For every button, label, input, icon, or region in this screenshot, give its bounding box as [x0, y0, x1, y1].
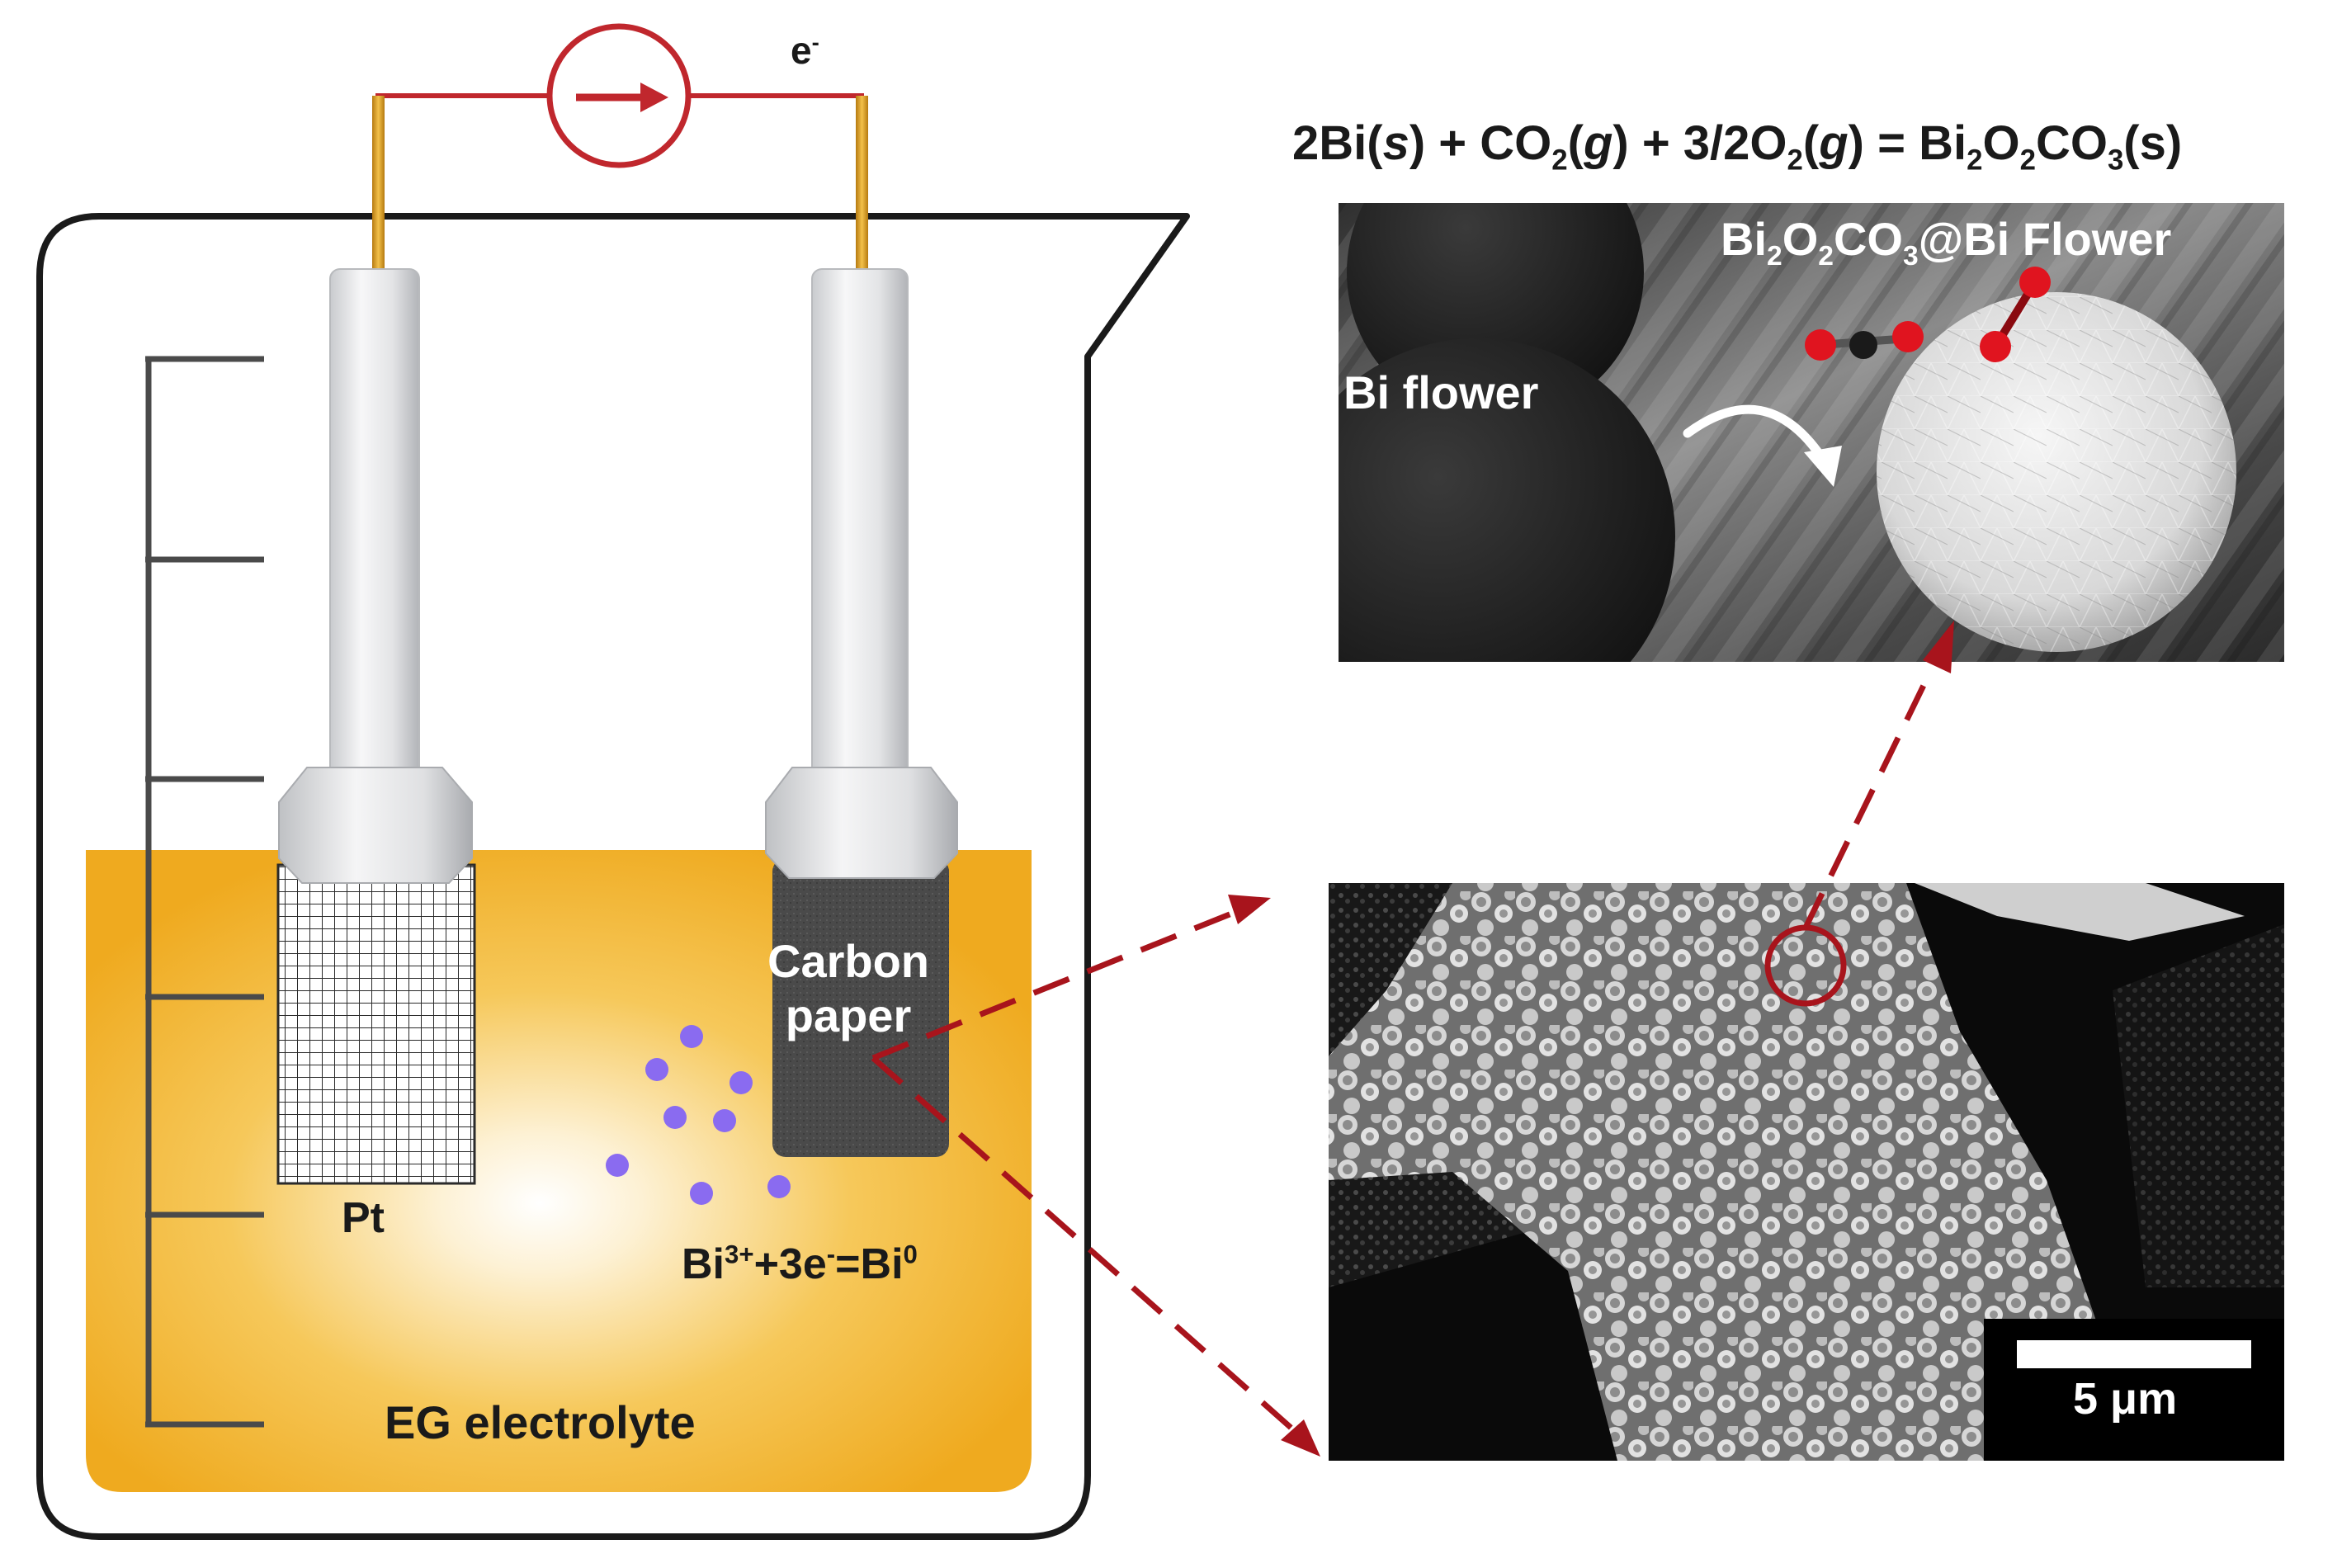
reaction-part-8: CO — [2035, 116, 2108, 170]
graduation-scale — [145, 356, 264, 1428]
current-direction-arrow-icon — [576, 83, 668, 112]
zoom-arrowheads — [1228, 621, 1954, 1457]
reaction-state-1: s — [1382, 116, 1409, 170]
bi-ion-particles — [606, 1025, 791, 1205]
render-panel — [1339, 203, 2284, 662]
coated-carbon-fiber — [1329, 883, 2146, 1461]
beaker — [36, 213, 1190, 1540]
reaction-part-7: O — [1982, 116, 2020, 170]
electron-superscript: - — [811, 29, 819, 55]
carbon-paper-electrode — [765, 268, 958, 1157]
carbon-label-line2: paper — [785, 989, 912, 1042]
product-suffix: @Bi Flower — [1918, 213, 2172, 265]
bi-flower-dark-2 — [1339, 338, 1675, 662]
reduction-mid: +3e — [753, 1240, 827, 1288]
right-lead-wire — [856, 96, 868, 271]
pt-electrode-label: Pt — [342, 1194, 385, 1242]
reaction-sub-7: 2 — [2019, 144, 2036, 177]
reaction-part-6: ) = Bi — [1848, 116, 1967, 170]
reaction-state-5: g — [1819, 116, 1849, 170]
pt-collar — [278, 767, 473, 884]
sem-panel — [1329, 883, 2284, 1461]
reaction-sub-2: 2 — [1551, 144, 1568, 177]
reduction-charge: 3+ — [725, 1240, 754, 1269]
reduction-prefix: Bi — [682, 1240, 725, 1288]
reaction-part-4: ) + 3/2O — [1612, 116, 1787, 170]
bi2o2co3-flower-label: Bi2O2CO3@Bi Flower — [1721, 213, 2172, 271]
electron-label: e- — [791, 31, 819, 69]
pt-rod — [329, 268, 420, 782]
electron-symbol: e — [791, 29, 812, 72]
reduction-product-charge: 0 — [903, 1240, 918, 1269]
co2-molecule-icon — [1805, 321, 1924, 361]
beaker-outline — [36, 213, 1190, 1540]
pt-electrode — [276, 268, 476, 1185]
reaction-sub-6: 2 — [1967, 144, 1983, 177]
reaction-part-3: ( — [1567, 116, 1584, 170]
reaction-part-1: 2Bi( — [1292, 116, 1383, 170]
bi-flower-label: Bi flower — [1343, 366, 1539, 418]
reduction-eq: =Bi — [835, 1240, 904, 1288]
product-sub-1: 2 — [1767, 241, 1782, 272]
scale-bar-label: 5 μm — [2073, 1374, 2178, 1424]
reduction-electron-charge: - — [826, 1240, 836, 1269]
reaction-sub-8: 3 — [2107, 144, 2124, 177]
reaction-sub-4: 2 — [1787, 144, 1803, 177]
o2-molecule-icon — [1980, 267, 2051, 362]
overall-reaction-equation: 2Bi(s) + CO2(g) + 3/2O2(g) = Bi2O2CO3(s) — [1292, 120, 2182, 175]
reaction-part-5: ( — [1802, 116, 1820, 170]
carbon-collar — [765, 767, 958, 879]
reaction-part-2: ) + CO — [1409, 116, 1552, 170]
reduction-equation: Bi3++3e-=Bi0 — [682, 1240, 918, 1288]
transformation-curved-arrow-icon — [1683, 404, 1827, 463]
product-bi: Bi — [1721, 213, 1767, 265]
product-o: O — [1782, 213, 1819, 265]
left-lead-wire — [372, 96, 385, 271]
zoom-arrows — [871, 668, 1934, 1434]
carbon-paper — [772, 858, 949, 1157]
carbon-label-line1: Carbon — [767, 935, 929, 987]
reaction-state-3: g — [1583, 116, 1613, 170]
product-sub-3: 3 — [1902, 241, 1919, 272]
product-sub-2: 2 — [1818, 241, 1834, 272]
reaction-part-9: (s) — [2123, 116, 2183, 170]
electrolyte-label: EG electrolyte — [385, 1396, 696, 1448]
scale-bar — [2017, 1340, 2251, 1368]
external-circuit — [372, 23, 868, 271]
product-co: CO — [1833, 213, 1903, 265]
carbon-rod — [811, 268, 909, 782]
